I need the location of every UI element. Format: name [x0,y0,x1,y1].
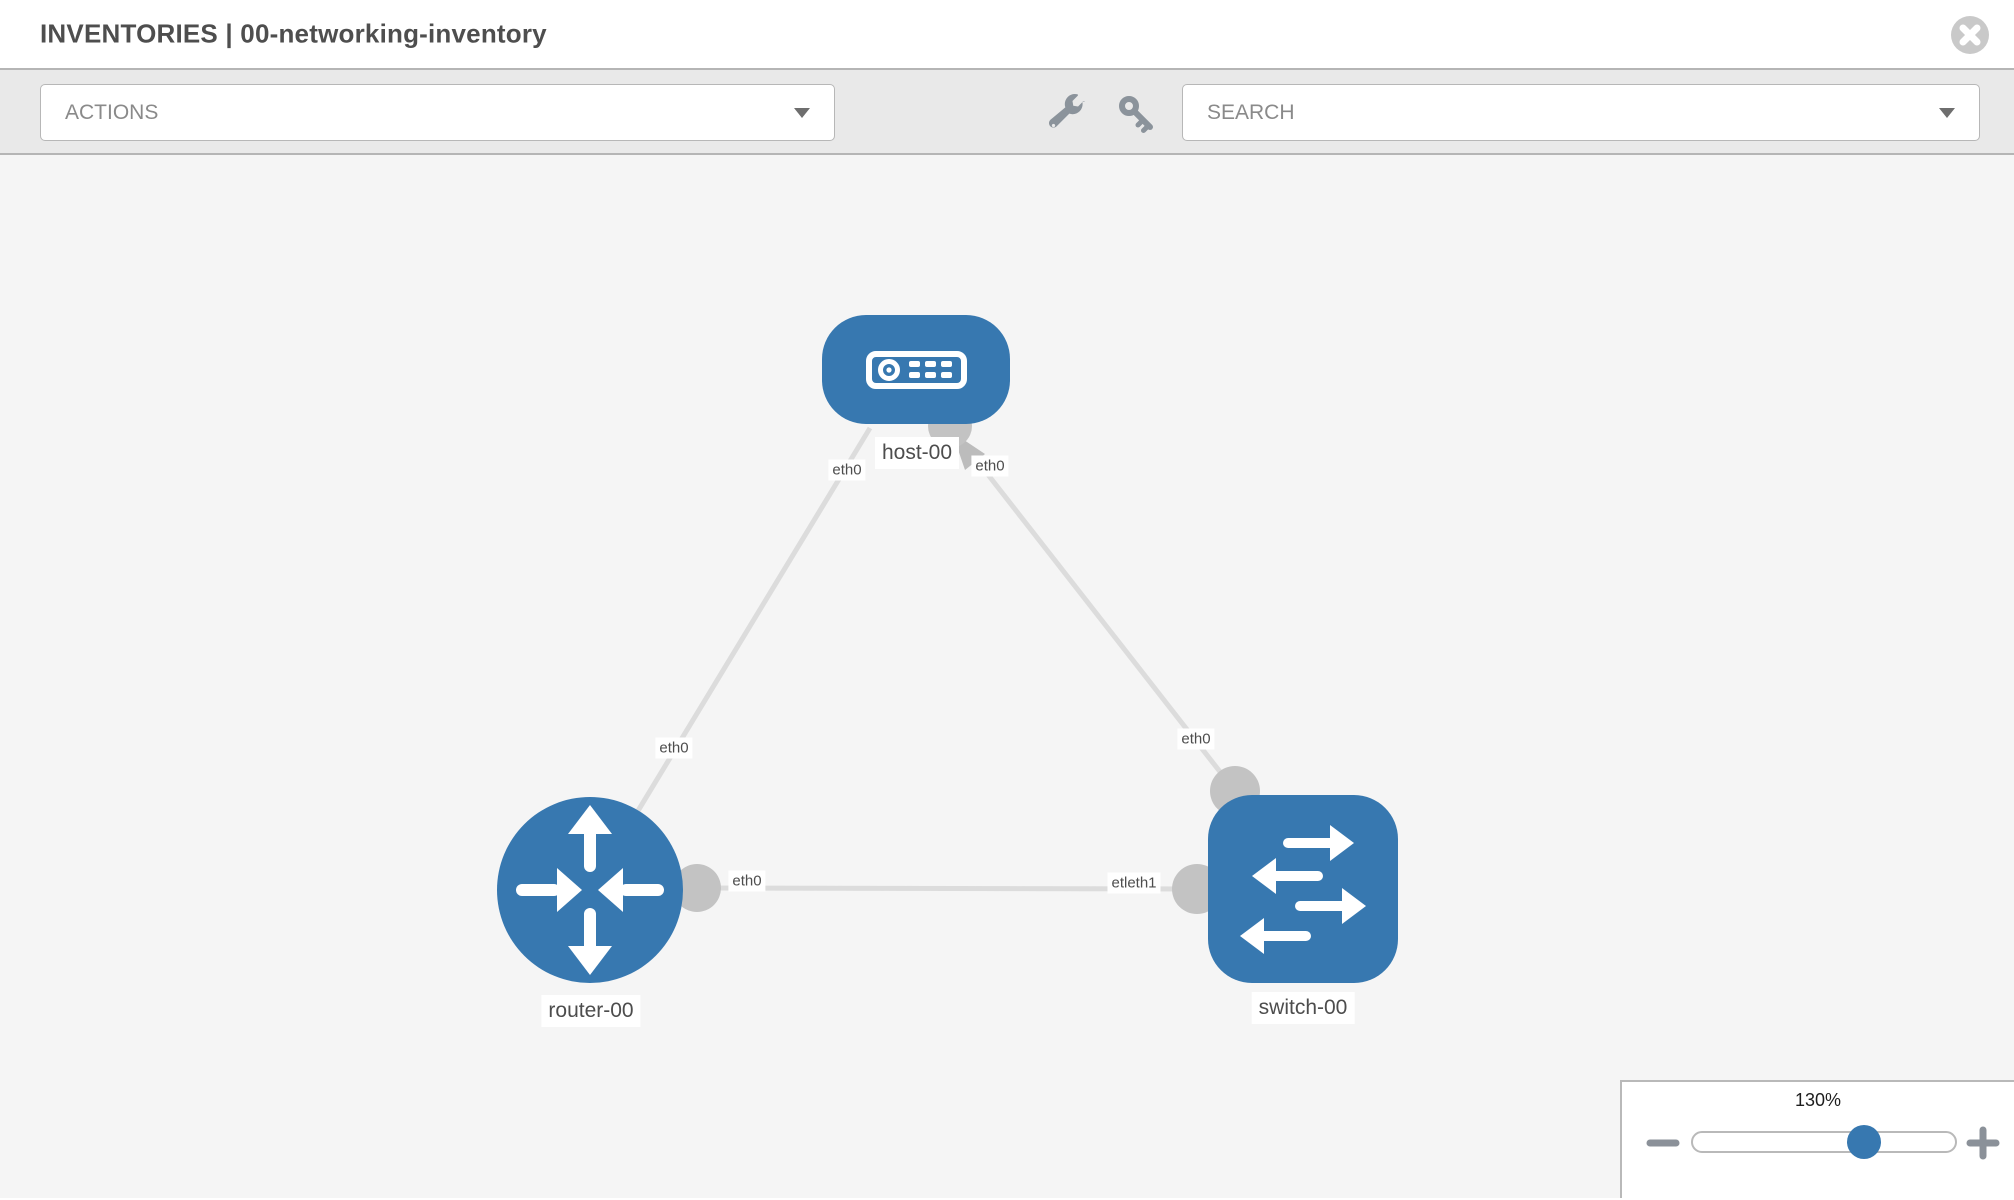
chevron-down-icon [1939,107,1955,118]
key-icon[interactable] [1117,94,1157,139]
interface-label: eth0 [971,455,1009,477]
zoom-slider-thumb[interactable] [1847,1125,1881,1159]
zoom-out-button[interactable] [1646,1126,1680,1165]
node-switch[interactable] [1208,795,1398,983]
switch-icon [1240,825,1366,954]
zoom-in-button[interactable] [1966,1126,2000,1165]
search-dropdown[interactable]: SEARCH [1182,84,1980,141]
interface-label: eth0 [655,737,693,759]
zoom-panel: 130% [1620,1080,2014,1198]
interface-label: etleth1 [1107,872,1161,894]
zoom-level: 130% [1794,1090,1842,1110]
actions-dropdown-label: ACTIONS [65,100,159,124]
close-icon[interactable] [1950,15,1990,55]
node-label-router: router-00 [541,995,641,1027]
header: INVENTORIES | 00-networking-inventory [0,0,2014,70]
zoom-slider-track[interactable] [1691,1131,1957,1153]
topology-canvas[interactable]: eth0 eth0 eth0 eth0 eth0 etleth1 host-00… [0,155,2014,1198]
node-router[interactable] [497,797,683,983]
interface-label: eth0 [1177,728,1215,750]
wrench-icon[interactable] [1048,94,1085,135]
chevron-down-icon [794,107,810,118]
node-label-host: host-00 [874,437,960,469]
actions-dropdown[interactable]: ACTIONS [40,84,835,141]
search-placeholder: SEARCH [1207,100,1295,124]
interface-label: eth0 [828,459,866,481]
router-icon [516,805,664,975]
interface-label: eth0 [728,870,766,892]
node-host[interactable] [822,315,1010,424]
page-title: INVENTORIES | 00-networking-inventory [40,18,547,49]
toolbar: ACTIONS SEARCH [0,70,2014,155]
node-label-switch: switch-00 [1251,992,1355,1024]
host-icon [866,351,967,389]
interface-dot [673,864,721,912]
